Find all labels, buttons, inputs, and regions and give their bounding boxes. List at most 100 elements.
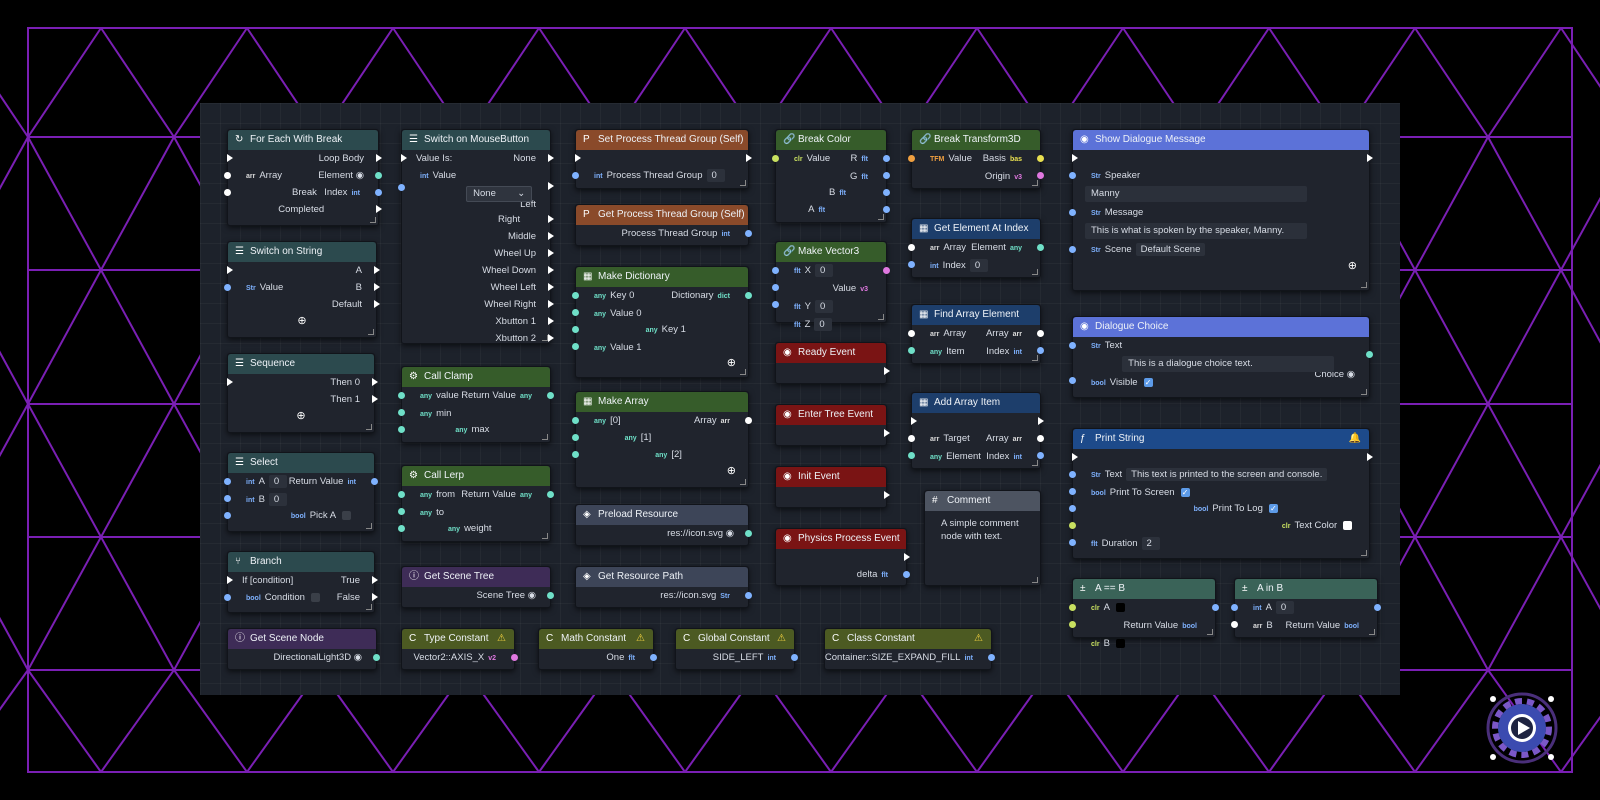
key0-port[interactable] bbox=[572, 292, 579, 299]
resize-grip[interactable] bbox=[368, 329, 374, 335]
resize-grip[interactable] bbox=[1032, 180, 1038, 186]
scene-input[interactable]: Default Scene bbox=[1135, 243, 1206, 256]
enter-tree-event-node[interactable]: ◉Enter Tree Event bbox=[775, 404, 890, 446]
index-port[interactable] bbox=[1037, 452, 1044, 459]
resize-grip[interactable] bbox=[878, 314, 884, 320]
speaker-input[interactable]: Manny bbox=[1085, 186, 1307, 202]
resize-grip[interactable] bbox=[366, 604, 372, 610]
value-port[interactable] bbox=[988, 654, 995, 661]
add-pin-button[interactable]: ⊕ bbox=[297, 315, 307, 327]
y-input[interactable]: 0 bbox=[814, 300, 833, 313]
node-header[interactable]: ◉Enter Tree Event bbox=[776, 405, 886, 425]
duration-port[interactable] bbox=[1069, 539, 1076, 546]
resize-grip[interactable] bbox=[740, 479, 746, 485]
node-header[interactable]: ◉Physics Process Event bbox=[776, 529, 906, 549]
condition-checkbox[interactable] bbox=[310, 592, 320, 602]
i0-port[interactable] bbox=[572, 417, 579, 424]
text-input[interactable]: This is a dialogue choice text. bbox=[1122, 356, 1335, 372]
node-header[interactable]: ◉Init Event bbox=[776, 467, 886, 487]
condition-port[interactable] bbox=[224, 594, 231, 601]
x-input[interactable]: 0 bbox=[814, 264, 833, 277]
node-header[interactable]: ◈Get Resource Path bbox=[576, 567, 748, 587]
resize-grip[interactable] bbox=[370, 217, 376, 223]
r-port[interactable] bbox=[883, 155, 890, 162]
add-pin-button[interactable]: ⊕ bbox=[726, 357, 736, 369]
a-port[interactable] bbox=[374, 266, 380, 274]
thread-group-input[interactable]: 0 bbox=[706, 169, 725, 182]
node-header[interactable]: ◉Show Dialogue Message bbox=[1073, 130, 1369, 150]
visible-port[interactable] bbox=[1069, 377, 1076, 384]
false-port[interactable] bbox=[372, 593, 378, 601]
exec-out-port[interactable] bbox=[884, 367, 890, 375]
exec-in-port[interactable] bbox=[227, 266, 233, 274]
node-header[interactable]: ⑂Branch bbox=[228, 552, 374, 572]
pick-a-checkbox[interactable] bbox=[342, 510, 352, 520]
node-port[interactable] bbox=[373, 654, 380, 661]
item-port[interactable] bbox=[908, 347, 915, 354]
node-header[interactable]: ↻For Each With Break bbox=[228, 130, 378, 150]
resize-grip[interactable] bbox=[1032, 460, 1038, 466]
b-port[interactable] bbox=[374, 283, 380, 291]
ready-event-node[interactable]: ◉Ready Event bbox=[775, 342, 890, 384]
wheel-down-port[interactable] bbox=[548, 266, 554, 274]
array-out-port[interactable] bbox=[1037, 330, 1044, 337]
exec-in-port[interactable] bbox=[911, 417, 917, 425]
default-port[interactable] bbox=[374, 300, 380, 308]
key1-port[interactable] bbox=[572, 326, 579, 333]
exec-in-port[interactable] bbox=[227, 576, 233, 584]
speaker-port[interactable] bbox=[1069, 172, 1076, 179]
resize-grip[interactable] bbox=[878, 214, 884, 220]
add-pin-button[interactable]: ⊕ bbox=[726, 465, 736, 477]
basis-port[interactable] bbox=[1037, 155, 1044, 162]
value-port[interactable] bbox=[650, 654, 657, 661]
value-port[interactable] bbox=[772, 155, 779, 162]
i2-port[interactable] bbox=[572, 451, 579, 458]
z-input[interactable]: 0 bbox=[814, 318, 833, 331]
weight-port[interactable] bbox=[398, 525, 405, 532]
array-port[interactable] bbox=[908, 244, 915, 251]
index-port[interactable] bbox=[375, 189, 382, 196]
exec-out-port[interactable] bbox=[904, 553, 910, 561]
exec-in-port[interactable] bbox=[1072, 154, 1078, 162]
node-header[interactable]: ±A == B bbox=[1073, 579, 1215, 599]
node-header[interactable]: ◉Ready Event bbox=[776, 343, 886, 363]
value-port[interactable] bbox=[398, 184, 405, 191]
from-port[interactable] bbox=[398, 491, 405, 498]
index-port[interactable] bbox=[908, 261, 915, 268]
right-port[interactable] bbox=[548, 215, 554, 223]
node-header[interactable]: #Comment bbox=[925, 491, 1040, 511]
y-port[interactable] bbox=[772, 284, 779, 291]
switch-on-mousebutton-node[interactable]: ☰Switch on MouseButton Value Is:None int… bbox=[398, 129, 554, 344]
exec-in-port[interactable] bbox=[227, 378, 233, 386]
a-input[interactable]: 0 bbox=[1275, 601, 1294, 614]
node-header[interactable]: ☰Switch on String bbox=[228, 242, 376, 262]
node-header[interactable]: ◈Preload Resource bbox=[576, 505, 748, 525]
resize-grip[interactable] bbox=[1361, 389, 1367, 395]
resize-grip[interactable] bbox=[1369, 629, 1375, 635]
color-swatch[interactable] bbox=[1343, 520, 1353, 530]
index-input[interactable]: 0 bbox=[969, 259, 988, 272]
a-port[interactable] bbox=[1069, 604, 1076, 611]
exec-out-port[interactable] bbox=[746, 154, 752, 162]
resize-grip[interactable] bbox=[1032, 577, 1038, 583]
to-port[interactable] bbox=[398, 508, 405, 515]
array-port[interactable] bbox=[745, 417, 752, 424]
b-port[interactable] bbox=[883, 189, 890, 196]
exec-out-port[interactable] bbox=[376, 154, 382, 162]
